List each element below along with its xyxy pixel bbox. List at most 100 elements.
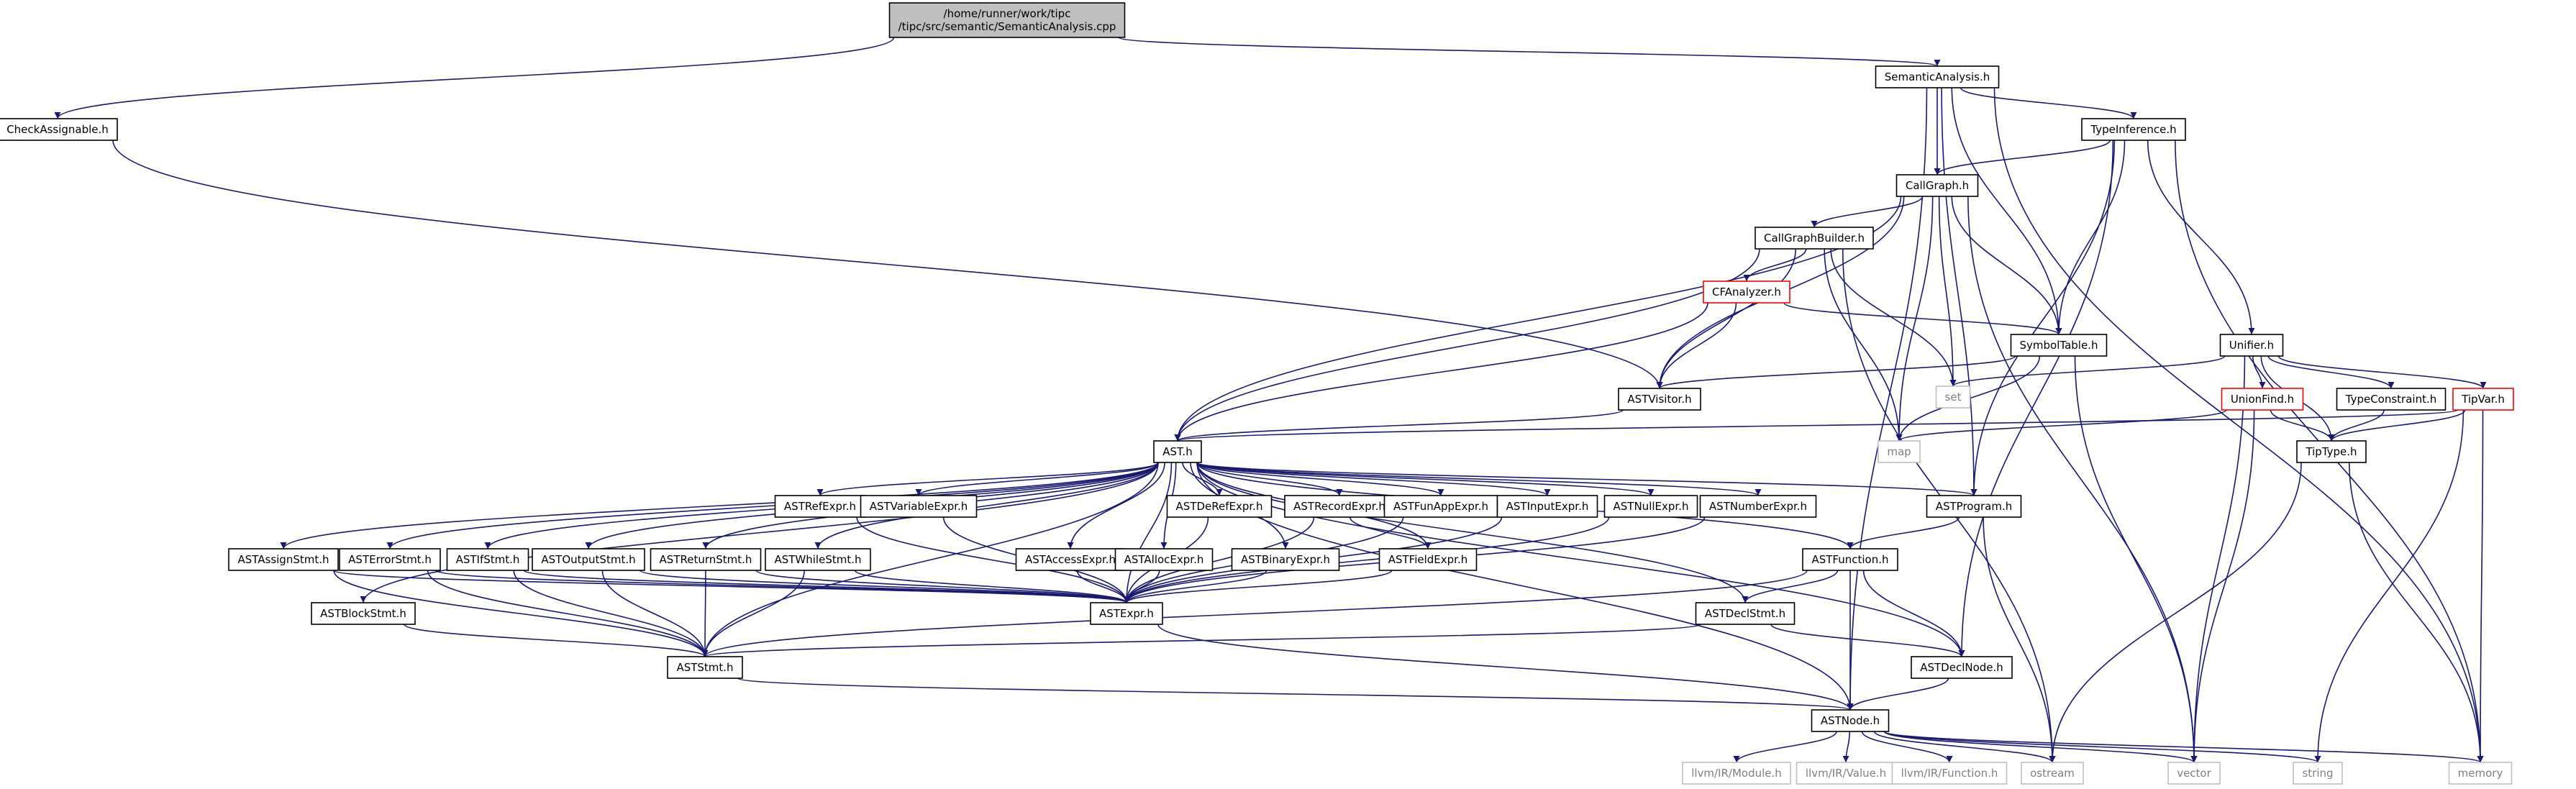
node-ASTReturnStmt[interactable]: ASTReturnStmt.h [650, 548, 762, 571]
edge-TypeInference-to-CallGraph [1934, 140, 2111, 175]
node-memory: memory [2448, 762, 2513, 785]
node-ASTProgram[interactable]: ASTProgram.h [1926, 495, 2022, 518]
node-label: ASTReturnStmt.h [660, 553, 752, 566]
node-AST[interactable]: AST.h [1153, 440, 1202, 463]
node-label: AST.h [1162, 445, 1192, 458]
node-box [1618, 388, 1701, 411]
node-box [1603, 495, 1698, 518]
node-root[interactable]: /home/runner/work/tipc/tipc/src/semantic… [888, 2, 1126, 38]
edge-ASTExpr-to-ASTNode [1157, 624, 1854, 711]
edge-ASTNode-to-llvmValue [1842, 731, 1851, 763]
node-CallGraph[interactable]: CallGraph.h [1895, 174, 1979, 197]
edge-ASTErrorStmt-to-ASTExpr [435, 570, 1130, 603]
node-box [1754, 227, 1874, 250]
edge-ASTOutputStmt-to-ASTExpr [640, 570, 1130, 603]
node-box [1911, 656, 2013, 679]
node-label: ASTBinaryExpr.h [1241, 553, 1330, 566]
edge-CheckAssignable-to-ASTVisitor [112, 140, 1663, 389]
node-box [1891, 762, 2008, 785]
node-box [1496, 495, 1598, 518]
node-ASTAllocExpr[interactable]: ASTAllocExpr.h [1114, 548, 1214, 571]
edge-ASTFunction-to-ASTDeclStmt [1742, 570, 1839, 603]
node-ASTFieldExpr[interactable]: ASTFieldExpr.h [1378, 548, 1478, 571]
edge-ASTWhileStmt-to-ASTStmt [701, 570, 805, 657]
node-ASTErrorStmt[interactable]: ASTErrorStmt.h [339, 548, 441, 571]
edge-ASTNode-to-llvmFunction [1861, 731, 1953, 763]
node-TypeConstraint[interactable]: TypeConstraint.h [2336, 388, 2447, 411]
node-CFAnalyzer[interactable]: CFAnalyzer.h [1703, 281, 1790, 304]
node-ASTDeRefExpr[interactable]: ASTDeRefExpr.h [1166, 495, 1273, 518]
edge-ASTIfStmt-to-ASTStmt [513, 570, 709, 657]
node-TypeInference[interactable]: TypeInference.h [2081, 118, 2186, 141]
node-Unifier[interactable]: Unifier.h [2219, 334, 2284, 357]
edge-ASTRecordExpr-to-ASTFieldExpr [1349, 516, 1432, 549]
node-TipType[interactable]: TipType.h [2296, 440, 2367, 463]
edge-AST-to-ASTAccessExpr [1067, 462, 1165, 549]
node-ASTBinaryExpr[interactable]: ASTBinaryExpr.h [1231, 548, 1340, 571]
node-ASTRecordExpr[interactable]: ASTRecordExpr.h [1284, 495, 1395, 518]
node-box [2452, 388, 2514, 411]
node-ASTBlockStmt[interactable]: ASTBlockStmt.h [311, 602, 416, 625]
node-ASTVariableExpr[interactable]: ASTVariableExpr.h [860, 495, 978, 518]
edge-CallGraph-to-vector [1967, 196, 2198, 763]
node-SymbolTable[interactable]: SymbolTable.h [2010, 334, 2108, 357]
edge-ASTProgram-to-ASTFunction [1847, 516, 1960, 549]
node-SemanticAnalysis[interactable]: SemanticAnalysis.h [1875, 65, 2000, 88]
node-vector: vector [2167, 762, 2221, 785]
edge-Unifier-to-UnionFind [2252, 355, 2266, 389]
node-label: ASTFunction.h [1811, 553, 1888, 566]
node-ASTNode[interactable]: ASTNode.h [1811, 709, 1890, 732]
edge-ASTDeclStmt-to-ASTStmt [702, 624, 1701, 657]
node-label: UnionFind.h [2231, 393, 2294, 406]
node-CheckAssignable[interactable]: CheckAssignable.h [0, 118, 118, 141]
node-ASTInputExpr[interactable]: ASTInputExpr.h [1496, 495, 1598, 518]
edge-CallGraph-to-CallGraphBuilder [1811, 196, 1924, 228]
node-ASTDeclNode[interactable]: ASTDeclNode.h [1911, 656, 2013, 679]
node-box [339, 548, 441, 571]
node-ASTDeclStmt[interactable]: ASTDeclStmt.h [1695, 602, 1796, 625]
node-label: ASTIfStmt.h [456, 553, 520, 566]
edge-CallGraphBuilder-to-ASTVisitor [1656, 248, 1796, 389]
node-label: ASTRecordExpr.h [1293, 500, 1385, 513]
node-ASTStmt[interactable]: ASTStmt.h [667, 656, 743, 679]
node-label: TypeInference.h [2090, 123, 2176, 136]
node-ASTNullExpr[interactable]: ASTNullExpr.h [1603, 495, 1698, 518]
node-label: ASTErrorStmt.h [348, 553, 432, 566]
edge-TipType-to-ostream [2049, 462, 2302, 763]
node-label: ASTVisitor.h [1627, 393, 1691, 406]
node-ASTAccessExpr[interactable]: ASTAccessExpr.h [1015, 548, 1126, 571]
node-UnionFind[interactable]: UnionFind.h [2221, 388, 2304, 411]
node-box [1166, 495, 1273, 518]
node-label: ASTStmt.h [676, 661, 733, 674]
node-label: llvm/IR/Value.h [1806, 767, 1886, 780]
node-ASTOutputStmt[interactable]: ASTOutputStmt.h [532, 548, 645, 571]
node-ASTWhileStmt[interactable]: ASTWhileStmt.h [765, 548, 871, 571]
edge-AST-to-ASTFunAppExpr [1196, 462, 1444, 496]
edge-TypeInference-to-ASTDeclNode [1958, 140, 2114, 657]
node-ASTRefExpr[interactable]: ASTRefExpr.h [774, 495, 866, 518]
edge-AST-to-ASTDeclStmt [1196, 462, 1749, 603]
node-ASTNumberExpr[interactable]: ASTNumberExpr.h [1699, 495, 1817, 518]
node-ASTFunction[interactable]: ASTFunction.h [1802, 548, 1898, 571]
node-ASTIfStmt[interactable]: ASTIfStmt.h [446, 548, 529, 571]
edge-CallGraphBuilder-to-AST [1174, 248, 1760, 442]
edge-AST-to-ASTProgram [1196, 462, 1977, 496]
edge-ASTDeclStmt-to-ASTDeclNode [1770, 624, 1965, 657]
node-label: ostream [2030, 767, 2075, 780]
node-box [1926, 495, 2022, 518]
node-box [0, 118, 118, 141]
node-box [1231, 548, 1340, 571]
node-CallGraphBuilder[interactable]: CallGraphBuilder.h [1754, 227, 1874, 250]
node-ASTAssignStmt[interactable]: ASTAssignStmt.h [228, 548, 339, 571]
node-ASTVisitor[interactable]: ASTVisitor.h [1618, 388, 1701, 411]
edge-ASTReturnStmt-to-ASTStmt [701, 570, 709, 657]
node-box [1935, 386, 1971, 409]
edge-AST-to-ASTExpr [1123, 462, 1173, 603]
node-box [2296, 440, 2367, 463]
node-TipVar[interactable]: TipVar.h [2452, 388, 2514, 411]
node-box [888, 2, 1126, 38]
node-ASTExpr[interactable]: ASTExpr.h [1090, 602, 1163, 625]
node-box [774, 495, 866, 518]
edge-AST-to-ASTAssignStmt [280, 462, 1159, 549]
node-ASTFunAppExpr[interactable]: ASTFunAppExpr.h [1383, 495, 1498, 518]
